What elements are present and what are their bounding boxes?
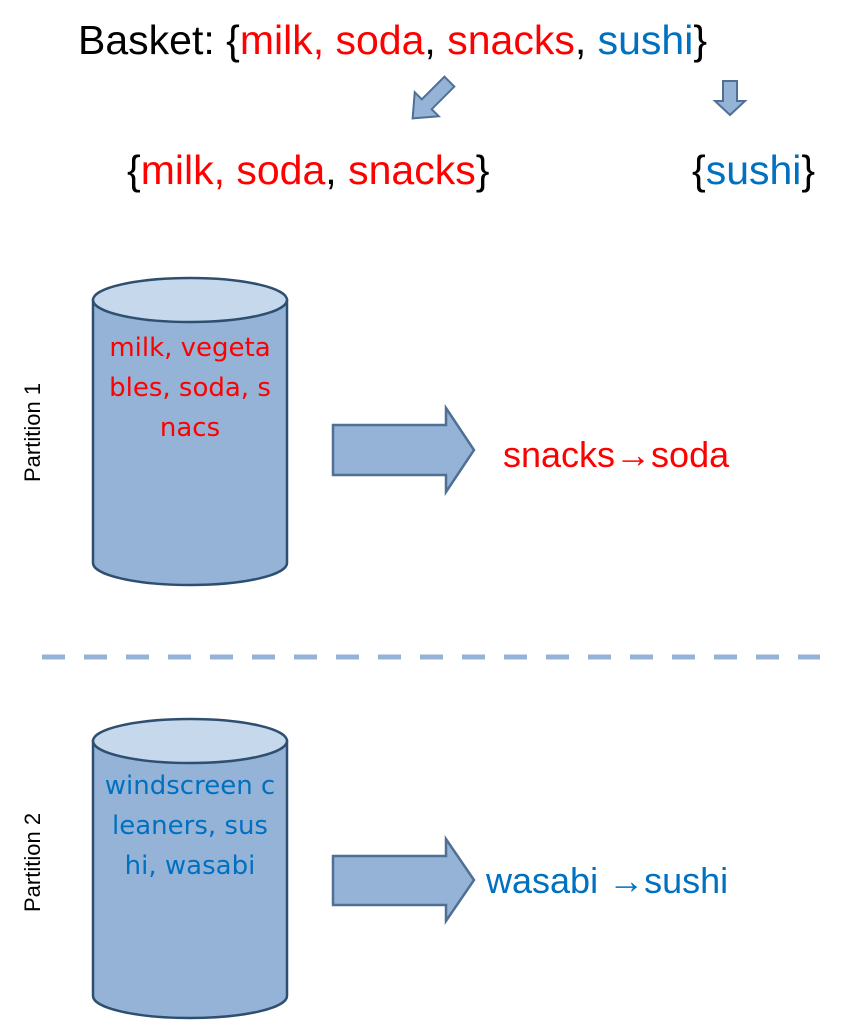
basket-item-snacks: snacks: [447, 17, 575, 63]
partition-2-contents: windscreen cleaners, sushi, wasabi: [104, 771, 276, 881]
basket-item-sushi: sushi: [597, 17, 694, 63]
open-brace: {: [692, 147, 706, 193]
down-arrow-icon: [712, 80, 748, 117]
partition-2-rule: wasabi →sushi: [486, 863, 728, 899]
left-comma: ,: [213, 147, 237, 193]
basket-label: Basket:: [78, 17, 227, 63]
left-comma: ,: [325, 147, 349, 193]
left-item-milk: milk: [140, 147, 214, 193]
right-itemset: {sushi}: [692, 150, 815, 191]
rule-arrow-icon: →: [608, 860, 645, 901]
left-itemset: {milk, soda, snacks}: [127, 150, 489, 191]
close-brace: }: [693, 17, 708, 63]
rule-antecedent: snacks: [503, 434, 616, 475]
partition-1-cylinder: [91, 276, 289, 587]
rule-consequent: sushi: [644, 860, 729, 901]
open-brace: {: [226, 17, 240, 63]
basket-item-milk: milk: [239, 17, 313, 63]
open-brace: {: [127, 147, 141, 193]
basket-comma: ,: [312, 17, 336, 63]
left-item-soda: soda: [236, 147, 326, 193]
partition-2-label: Partition 2: [20, 812, 45, 912]
close-brace: }: [475, 147, 490, 193]
rule-consequent: soda: [651, 434, 730, 475]
basket-item-soda: soda: [335, 17, 425, 63]
partition-1-rule: snacks→soda: [503, 437, 729, 473]
partition-2-cylinder: [91, 717, 289, 1020]
basket-line: Basket: {milk, soda, snacks, sushi}: [78, 20, 707, 61]
partition-1-label: Partition 1: [20, 382, 45, 482]
right-item-sushi: sushi: [705, 147, 802, 193]
left-item-snacks: snacks: [348, 147, 476, 193]
rule-arrow-icon: →: [615, 434, 652, 475]
rule-antecedent: wasabi: [486, 860, 609, 901]
down-left-arrow-icon: [411, 75, 456, 120]
close-brace: }: [801, 147, 816, 193]
basket-comma: ,: [574, 17, 598, 63]
partition-1-contents: milk, vegetables, soda, snacs: [109, 333, 271, 443]
basket-comma: ,: [424, 17, 448, 63]
partition-1-arrow-icon: [331, 403, 476, 497]
partition-2-arrow-icon: [331, 834, 476, 926]
